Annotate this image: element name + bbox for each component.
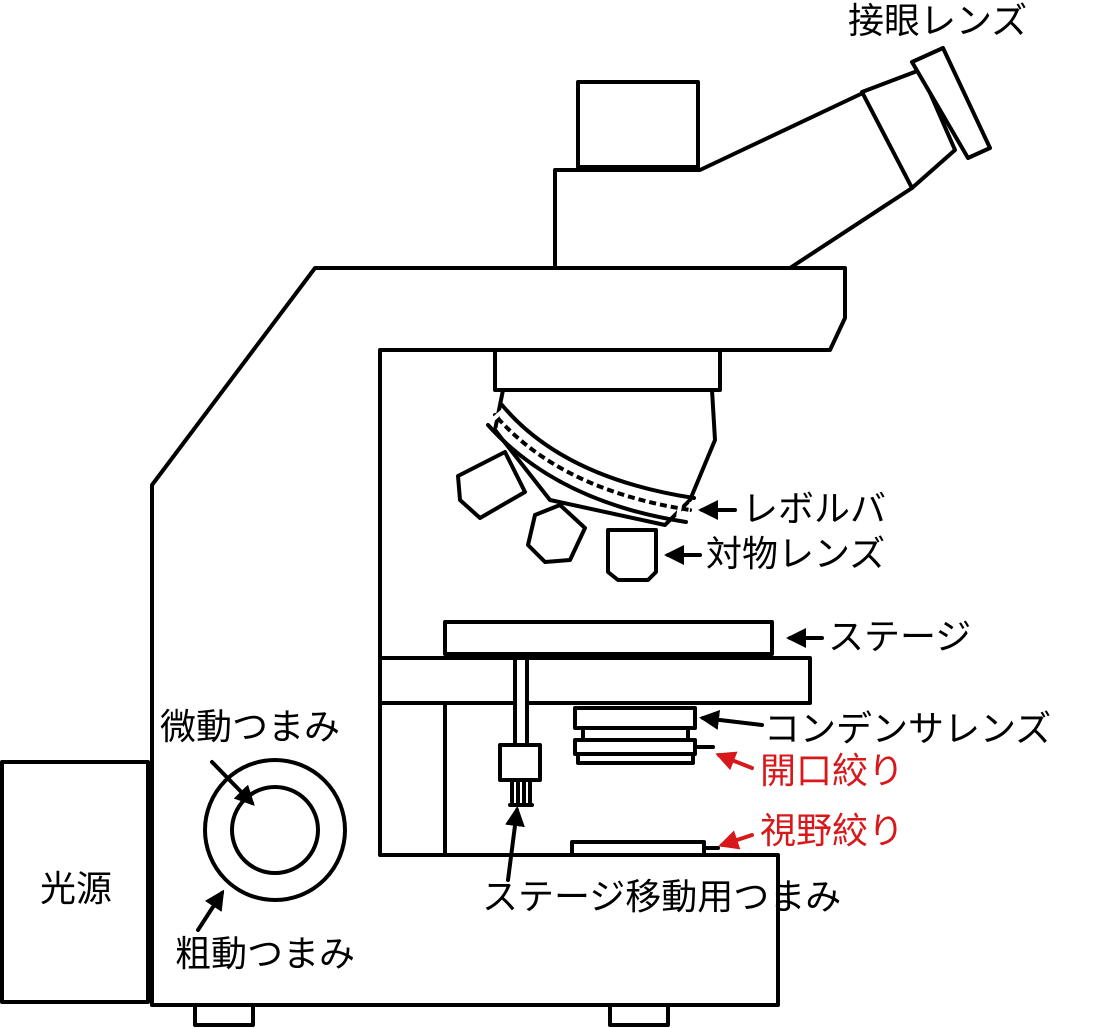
label-condenser: コンデンサレンズ [764, 709, 1052, 750]
arrow-stage-knob [505, 806, 525, 882]
revolver-ring [486, 403, 696, 524]
label-eyepiece: 接眼レンズ [848, 1, 1028, 42]
head-top-block [576, 80, 700, 169]
stage-knob-grip [508, 778, 534, 807]
stage-plate [443, 620, 774, 656]
condenser-base [576, 752, 695, 765]
objective-middle [526, 503, 587, 564]
label-light-source: 光源 [40, 869, 113, 910]
objective-left [456, 450, 527, 520]
arrow-coarse [196, 889, 225, 932]
condenser-bottom [573, 738, 697, 756]
light-source-box [0, 760, 150, 1004]
label-field-diaphragm: 視野絞り [760, 811, 905, 852]
arrow-fine [210, 760, 255, 806]
eyepiece-lens [910, 46, 992, 160]
stage-knob-head [498, 743, 542, 782]
foot-right [608, 1003, 670, 1027]
arrow-aperture [715, 751, 754, 771]
arrow-field [718, 830, 754, 850]
objective-right [606, 528, 658, 582]
label-fine-knob: 微動つまみ [160, 707, 341, 748]
stage-knob-rod [513, 656, 529, 755]
condenser-top [573, 706, 697, 730]
fine-knob [230, 785, 320, 875]
label-stage: ステージ [828, 617, 972, 658]
stage-bar [378, 656, 812, 705]
label-objective: 対物レンズ [706, 534, 886, 575]
arrow-condenser [699, 709, 764, 730]
nosepiece-base [493, 348, 722, 392]
label-aperture-diaphragm: 開口絞り [760, 751, 905, 792]
field-diaphragm-plate [570, 840, 706, 857]
label-coarse-knob: 粗動つまみ [175, 934, 356, 975]
microscope-arm [150, 266, 847, 1007]
foot-left [193, 1003, 255, 1027]
label-revolver: レボルバ [742, 489, 887, 530]
label-stage-knob: ステージ移動用つまみ [482, 877, 842, 918]
